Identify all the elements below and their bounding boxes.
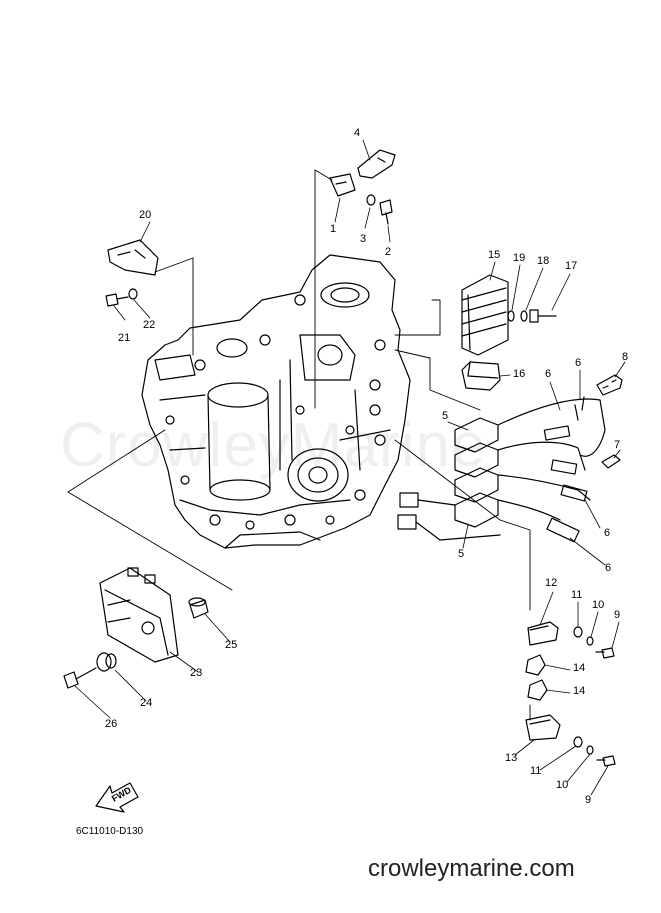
callout-13: 13 — [505, 752, 518, 764]
part-23-cdi-unit — [99, 567, 179, 663]
callout-6c: 6 — [604, 527, 611, 539]
callout-17: 17 — [565, 260, 578, 272]
part-9-bolt-lower — [596, 755, 616, 767]
part-8-holder — [596, 374, 623, 396]
callout-14a: 14 — [573, 662, 586, 674]
callout-12: 12 — [545, 577, 558, 589]
site-url[interactable]: crowleymarine.com — [368, 855, 575, 882]
callout-15: 15 — [488, 249, 501, 261]
callout-10a: 10 — [592, 599, 605, 611]
part-13-bracket — [525, 714, 561, 741]
callout-5b: 5 — [458, 548, 465, 560]
callout-19: 19 — [513, 252, 526, 264]
leader-lines — [67, 169, 531, 721]
part-12-bracket — [527, 621, 559, 646]
callout-14b: 14 — [573, 685, 586, 697]
callout-5a: 5 — [442, 410, 449, 422]
part-4-clip — [357, 149, 396, 179]
part-10-washer-upper — [586, 636, 594, 646]
callout-16: 16 — [513, 368, 526, 380]
callout-9a: 9 — [614, 609, 621, 621]
part-5-ignition-coils — [397, 417, 501, 541]
callout-24: 24 — [140, 697, 153, 709]
part-21-bolt — [105, 293, 129, 307]
callout-11b: 11 — [530, 765, 542, 777]
part-6-spark-plug-leads — [497, 396, 606, 543]
callout-3: 3 — [360, 233, 367, 245]
fwd-arrow-icon — [95, 782, 139, 813]
part-16-cover — [461, 361, 501, 391]
part-18-washer — [520, 310, 528, 322]
callout-20: 20 — [139, 209, 152, 221]
part-15-regulator — [461, 274, 509, 356]
callout-6d: 6 — [605, 562, 612, 574]
callout-2: 2 — [385, 246, 392, 258]
part-11-washer-upper — [573, 626, 583, 638]
callout-leaders — [74, 139, 626, 796]
part-26-bolt — [63, 667, 97, 689]
part-24-grommet — [96, 652, 117, 672]
callout-6a: 6 — [545, 368, 552, 380]
callout-8: 8 — [622, 351, 629, 363]
part-7-clip — [601, 454, 621, 469]
callout-23: 23 — [190, 667, 203, 679]
part-1-bracket — [329, 173, 356, 197]
callout-7: 7 — [614, 439, 621, 451]
callout-18: 18 — [537, 255, 550, 267]
callout-6b: 6 — [575, 357, 582, 369]
part-14-clamp-upper — [525, 654, 546, 676]
part-22-washer — [128, 288, 138, 300]
part-9-bolt-upper — [595, 647, 615, 659]
callout-10b: 10 — [556, 779, 569, 791]
fwd-label: FWD — [110, 785, 133, 804]
part-3-washer — [366, 194, 376, 206]
part-17-bolt — [529, 309, 557, 323]
engine-block — [141, 254, 411, 549]
callout-21: 21 — [118, 332, 131, 344]
part-20-bracket — [107, 239, 159, 276]
callout-4: 4 — [354, 127, 361, 139]
callout-9b: 9 — [585, 794, 592, 806]
part-11-washer-lower — [573, 736, 583, 748]
callout-11a: 11 — [571, 589, 583, 601]
drawing-code: 6C11010-D130 — [76, 826, 144, 837]
part-25-collar — [188, 597, 209, 619]
part-19-washer — [507, 310, 515, 322]
callout-1: 1 — [330, 223, 337, 235]
watermark: CrowleyMarine — [60, 411, 487, 480]
part-10-washer-lower — [586, 745, 594, 755]
callout-26: 26 — [105, 718, 118, 730]
callout-25: 25 — [225, 639, 238, 651]
part-2-bolt — [379, 199, 393, 225]
part-14-clamp-lower — [527, 679, 548, 701]
callout-22: 22 — [143, 319, 156, 331]
